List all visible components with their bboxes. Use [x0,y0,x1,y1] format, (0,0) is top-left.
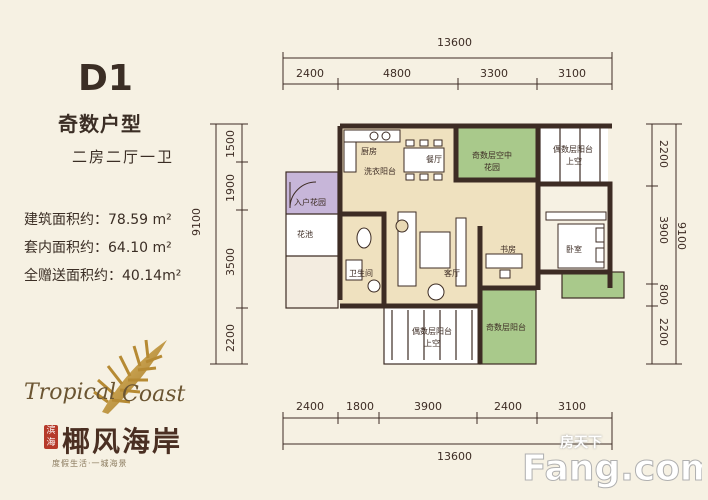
label-upper-balcony-2: 上空 [566,157,582,166]
label-odd-balcony: 奇数层阳台 [486,323,526,332]
label-even-balcony-2: 上空 [424,339,440,348]
label-upper-balcony-1: 偶数层阳台 [553,145,593,154]
label-sky-garden-1: 奇数层空中 [472,151,512,160]
area-list: 建筑面积约：78.59 m² 套内面积约：64.10 m² 全赠送面积约：40.… [24,206,181,290]
dim-bottom-4: 2400 [494,400,522,413]
dim-left-4: 2200 [224,324,237,352]
dim-top-2: 4800 [383,67,411,80]
dim-left-1: 1500 [224,130,237,158]
bathroom-fixtures [345,227,381,293]
label-bedroom: 卧室 [566,245,582,254]
plan-code: D1 [78,58,133,99]
label-even-balcony-1: 偶数层阳台 [412,327,452,336]
dim-right-4: 2200 [657,318,670,346]
dim-right-3: 800 [657,284,670,305]
label-dining: 餐厅 [426,155,442,164]
plan-type-label: 奇数户型 [58,112,142,136]
dim-left-2: 1900 [224,174,237,202]
dimension-lines [210,52,682,450]
dim-bottom-2: 1800 [346,400,374,413]
dim-top-4: 3100 [558,67,586,80]
dim-bottom-total: 13600 [437,450,472,463]
rooms-label: 二房二厅一卫 [72,148,175,166]
label-planter: 花池 [297,230,313,239]
watermark-cn: 房天下 [560,435,602,451]
net-area: 套内面积约：64.10 m² [24,240,172,256]
brand-tagline: 度假生活·一城海景 [52,459,128,468]
brand-chinese: 椰风海岸 [62,425,183,458]
label-bathroom: 卫生间 [349,269,373,278]
label-living: 客厅 [444,269,460,278]
living-sofa [395,211,467,301]
dim-right-1: 2200 [657,140,670,168]
dim-right-total: 9100 [675,222,688,250]
bonus-area: 全赠送面积约：40.14m² [24,268,182,284]
label-entry-garden: 入户花园 [294,198,326,207]
dim-right-2: 3900 [657,216,670,244]
label-sky-garden-2: 花园 [484,163,500,172]
brand-english-2: Coast [122,382,186,407]
palm-leaf-icon [93,339,167,414]
dim-top-3: 3300 [480,67,508,80]
dim-top-total: 13600 [437,36,472,49]
dim-top-1: 2400 [296,67,324,80]
dim-bottom-1: 2400 [296,400,324,413]
bed [545,211,607,269]
gross-area: 建筑面积约：78.59 m² [24,212,172,228]
dim-bottom-5: 3100 [558,400,586,413]
dining-table [403,139,445,181]
watermark-en: Fang.com [522,448,702,489]
label-kitchen: 厨房 [361,147,377,156]
kitchen-counter [343,129,401,173]
dim-left-total: 9100 [190,208,203,236]
dim-left-3: 3500 [224,248,237,276]
label-study: 书房 [500,245,516,254]
brand-seal: 滨海 [44,425,58,449]
study-desk [485,253,523,279]
label-wash-balcony: 洗衣阳台 [364,167,396,176]
brand-english-1: Tropical [24,380,117,405]
fang-logo: Fang.com [522,448,702,490]
dim-bottom-3: 3900 [414,400,442,413]
